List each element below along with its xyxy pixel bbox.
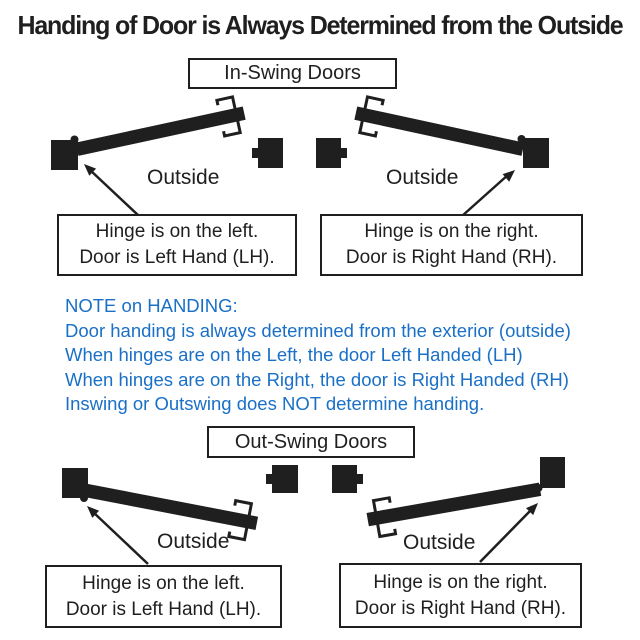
caption-line: Door is Right Hand (RH). [354, 597, 567, 619]
in-swing-header-box: In-Swing Doors [188, 58, 397, 89]
door-handle [215, 95, 243, 138]
door-slab [354, 106, 525, 156]
caption-box-inswing-right: Hinge is on the right. Door is Right Han… [320, 214, 583, 276]
caption-line: Door is Left Hand (LH). [65, 598, 262, 620]
outside-label-outswing-left: Outside [157, 530, 230, 553]
hinge-pin [517, 135, 526, 143]
latch-jamb [272, 465, 298, 493]
hinge-pin [80, 494, 88, 502]
inswing-left-door [51, 95, 283, 217]
handing-note: NOTE on HANDING: Door handing is always … [65, 294, 571, 417]
in-swing-header-label: In-Swing Doors [224, 62, 361, 84]
hinge-jamb [523, 138, 549, 168]
strike-notch [340, 148, 347, 158]
pointer-arrow-line [89, 169, 140, 217]
out-swing-header-box: Out-Swing Doors [207, 426, 415, 458]
pointer-arrow-head [84, 164, 97, 176]
pointer-arrow-head [526, 503, 538, 516]
note-line: When hinges are on the Right, the door i… [65, 368, 569, 390]
hinge-jamb [62, 468, 88, 498]
page-title: Handing of Door is Always Determined fro… [17, 10, 623, 40]
outside-label-inswing-left: Outside [147, 166, 220, 189]
note-line: Inswing or Outswing does NOT determine h… [65, 393, 485, 414]
out-swing-header-label: Out-Swing Doors [234, 430, 388, 453]
note-line: Door handing is always determined from t… [65, 319, 571, 341]
hinge-jamb [51, 140, 78, 170]
inswing-right-door [316, 95, 549, 217]
latch-jamb [316, 138, 341, 168]
strike-notch [252, 148, 259, 158]
caption-line: Hinge is on the left. [82, 572, 245, 594]
caption-line: Hinge is on the right. [364, 221, 539, 242]
pointer-arrow-head [502, 170, 515, 182]
door-handle [357, 95, 385, 138]
caption-line: Hinge is on the right. [373, 571, 548, 593]
outside-label-inswing-right: Outside [386, 166, 459, 189]
note-line: When hinges are on the Left, the door Le… [65, 344, 523, 365]
caption-line: Door is Left Hand (LH). [79, 247, 275, 268]
caption-line: Door is Right Hand (RH). [345, 247, 558, 268]
door-slab [366, 482, 542, 527]
latch-jamb [332, 465, 357, 493]
caption-box-inswing-left: Hinge is on the left. Door is Left Hand … [57, 214, 297, 276]
caption-line: Hinge is on the left. [95, 221, 259, 242]
hinge-pin [534, 484, 543, 492]
note-line: NOTE on HANDING: [65, 295, 238, 316]
latch-jamb [258, 138, 283, 168]
door-handle [371, 496, 398, 539]
pointer-arrow-line [479, 508, 533, 563]
hinge-jamb [540, 457, 565, 488]
pointer-arrow-line [461, 173, 510, 217]
caption-box-outswing-left: Hinge is on the left. Door is Left Hand … [45, 565, 282, 628]
caption-box-outswing-right: Hinge is on the right. Door is Right Han… [339, 563, 582, 628]
pointer-arrow-head [87, 506, 100, 518]
door-slab [83, 483, 259, 530]
pointer-arrow-line [92, 511, 149, 565]
strike-notch [356, 474, 363, 484]
door-handle [227, 498, 254, 542]
outside-label-outswing-right: Outside [403, 531, 476, 554]
strike-notch [266, 474, 273, 484]
hinge-pin [70, 135, 79, 144]
door-slab [75, 106, 246, 156]
